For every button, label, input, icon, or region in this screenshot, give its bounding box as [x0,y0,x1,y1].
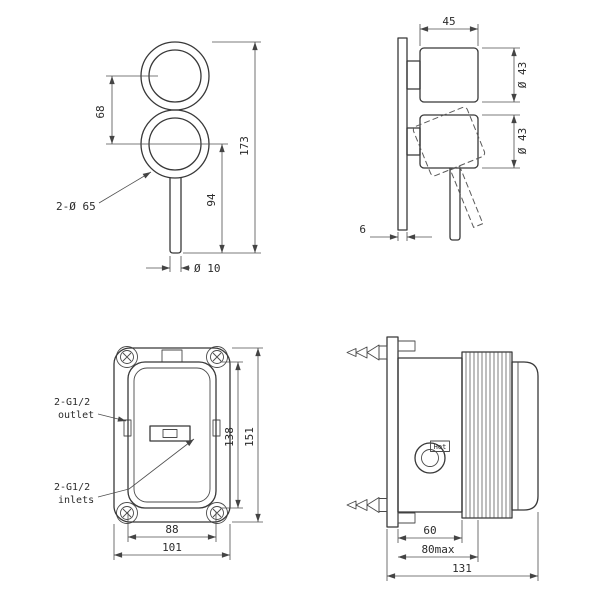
top-knob-side [419,47,479,103]
knob-depth-label: 45 [442,15,455,28]
bottom-barb-base [378,498,388,512]
dim-131-label: 131 [452,562,472,575]
view-trim-front: 68 173 94 2-Ø 65 Ø 10 [56,41,261,275]
inner-liner [133,367,211,503]
valve-front-tabs [116,346,228,524]
knob-dia-bottom-label: Ø 43 [516,128,529,155]
bottom-knob-rotated-dashed [412,106,486,177]
lever-dia-label: Ø 10 [194,262,221,275]
valve-front-geometry [113,347,231,523]
screw-crosses [122,352,222,518]
rib-section [461,351,513,519]
view-valve-side: Hot 60 80max 131 [346,336,539,581]
end-cap [511,361,539,511]
plate-thickness-label: 6 [359,223,366,236]
side-port-outer [414,442,446,474]
outlet-label-line2: outlet [58,410,94,421]
valve-box-outline [127,361,217,509]
dim-68-label: 68 [94,105,107,118]
top-lug [397,340,416,352]
dim-60-label: 60 [423,524,436,537]
trim-side-rotated-position [412,106,486,229]
valve-side-details [346,340,519,524]
hot-indicator-label: Hot [434,443,447,451]
dim-88-label: 88 [165,523,178,536]
mounting-plate-outline [113,347,231,523]
outlet-label-line1: 2-G1/2 [54,397,90,408]
view-trim-side: 45 Ø 43 Ø 43 6 [359,15,529,241]
wall-plate-side [397,37,408,231]
top-knob-hub [406,60,421,90]
rib-lines [465,352,511,518]
cartridge-port-inner [162,429,178,438]
hot-indicator-box [430,440,450,452]
trim-front-dimensions: 68 173 94 2-Ø 65 Ø 10 [56,41,261,275]
dim-80max-label: 80max [421,543,454,556]
valve-body-side [397,357,463,513]
bottom-lug [397,512,416,524]
lever-handle-side [449,167,461,241]
lever-rotated-dashed [449,165,484,229]
escutcheon-dia-label: 2-Ø 65 [56,200,96,213]
top-hose-barb [346,344,380,361]
top-barb-base [378,345,388,360]
screw-top-right [210,350,224,364]
cartridge-port-block [149,425,191,442]
screw-bottom-left [120,506,134,520]
valve-side-dimensions: 60 80max 131 [386,512,539,581]
side-port-inner [421,449,439,467]
dim-101-label: 101 [162,541,182,554]
dim-94-label: 94 [205,193,218,207]
trim-side-geometry [397,37,479,241]
valve-front-dimensions: 2-G1/2 outlet 2-G1/2 inlets 138 151 88 1… [54,347,263,560]
mounting-bracket-side [386,336,399,528]
rib-section-outline [461,351,513,519]
dim-138-label: 138 [223,427,236,447]
bottom-hose-barb [346,497,380,513]
knob-dia-top-label: Ø 43 [516,62,529,89]
inlets-label-line2: inlets [58,495,94,506]
dim-151-label: 151 [243,427,256,447]
inlets-label-line1: 2-G1/2 [54,482,90,493]
trim-side-dimensions: 45 Ø 43 Ø 43 6 [359,15,529,241]
trim-front-geometry [140,41,210,254]
top-notch [161,349,183,363]
screw-top-left [120,350,134,364]
view-valve-front: 2-G1/2 outlet 2-G1/2 inlets 138 151 88 1… [54,346,263,560]
lever-handle-front [169,177,182,254]
dim-173-label: 173 [238,136,251,156]
bottom-knob-side [419,114,479,169]
screw-bottom-right [210,506,224,520]
